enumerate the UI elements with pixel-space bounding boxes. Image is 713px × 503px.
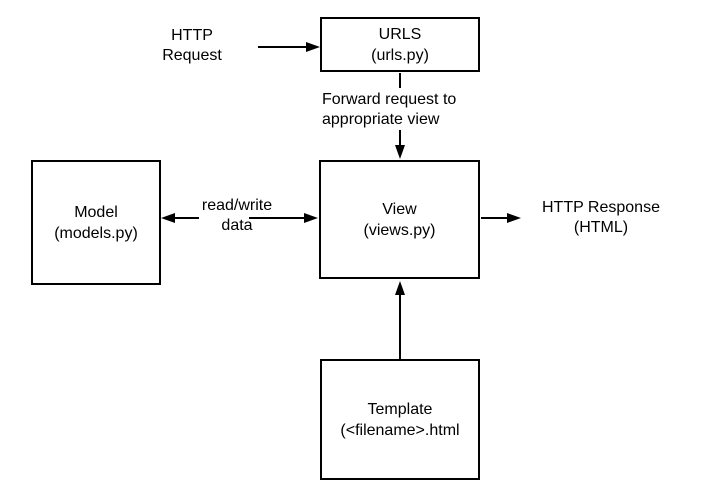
label-http-request-line2: Request: [162, 47, 222, 64]
node-view-title: View: [382, 200, 417, 218]
label-http-response-line1: HTTP Response: [542, 199, 660, 216]
label-forward-request-line2: appropriate view: [322, 111, 440, 128]
label-forward-request-line1: Forward request to: [322, 91, 457, 108]
node-template-subtitle: (<filename>.html: [340, 421, 460, 439]
arrow-urls-to-view: [395, 73, 405, 159]
arrow-view-to-model-head-icon: [161, 213, 175, 223]
node-urls: URLS (urls.py): [320, 17, 480, 72]
label-read-write-data-line2: data: [221, 217, 253, 234]
arrow-model-to-view-head-icon: [304, 213, 318, 223]
node-template: Template (<filename>.html: [320, 359, 480, 480]
arrow-view-to-response-head-icon: [507, 213, 521, 223]
label-http-request-line1: HTTP: [171, 27, 213, 44]
arrow-urls-to-view-head-icon: [395, 145, 405, 159]
label-http-request: HTTP Request: [138, 26, 246, 66]
arrow-http-request-to-urls-head-icon: [306, 42, 320, 52]
node-model-title: Model: [74, 203, 118, 221]
label-forward-request: Forward request to appropriate view: [322, 90, 456, 130]
node-model: Model (models.py): [31, 160, 161, 285]
node-template-title: Template: [367, 400, 433, 418]
node-view-subtitle: (views.py): [363, 221, 436, 239]
label-http-response-line2: (HTML): [573, 219, 629, 236]
node-urls-title: URLS: [378, 25, 422, 43]
node-view: View (views.py): [319, 160, 480, 279]
arrow-http-request-to-urls: [258, 42, 320, 52]
node-urls-subtitle: (urls.py): [371, 46, 429, 64]
node-model-subtitle: (models.py): [54, 224, 138, 242]
arrow-template-to-view-head-icon: [395, 281, 405, 295]
label-http-response: HTTP Response (HTML): [525, 198, 677, 238]
label-read-write-data: read/write data: [187, 196, 287, 236]
arrow-view-to-response: [481, 213, 521, 223]
label-read-write-data-line1: read/write: [201, 197, 273, 214]
arrow-model-view-bidirectional: [161, 213, 318, 223]
arrow-template-to-view: [395, 281, 405, 359]
